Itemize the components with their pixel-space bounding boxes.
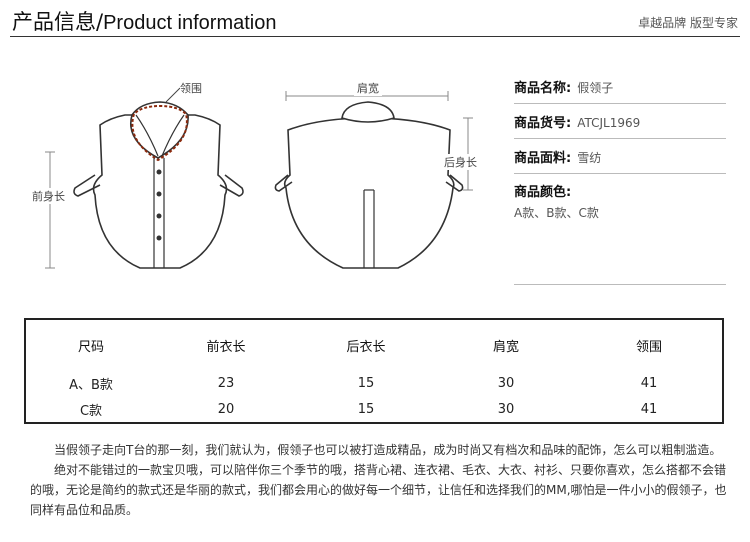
size-table-header: 尺码 前衣长 后衣长 肩宽 领围 (26, 320, 722, 370)
table-cell: C款 (79, 403, 103, 419)
info-code-row: 商品货号: ATCJL1969 (514, 113, 724, 148)
product-description: 当假领子走向T台的那一刻，我们就认为，假领子也可以被打造成精品，成为时尚又有档次… (30, 440, 730, 520)
description-paragraph-1: 当假领子走向T台的那一刻，我们就认为，假领子也可以被打造成精品，成为时尚又有档次… (54, 443, 722, 457)
header-shoulder: 肩宽 (492, 339, 519, 355)
table-cell: 15 (357, 401, 375, 417)
color-label: 商品颜色: (514, 185, 572, 200)
fabric-value: 雪纺 (577, 151, 602, 165)
page-title: 产品信息/Product information (12, 6, 277, 36)
header-divider (10, 36, 740, 37)
front-length-label: 前身长 (32, 188, 65, 204)
info-name-row: 商品名称: 假领子 (514, 78, 724, 113)
description-paragraph-2: 绝对不能错过的一款宝贝哦，可以陪伴你三个季节的哦，搭背心裙、连衣裙、毛衣、大衣、… (30, 463, 727, 517)
name-label: 商品名称: (514, 81, 572, 96)
info-divider (514, 103, 726, 104)
info-fabric-row: 商品面料: 雪纺 (514, 148, 724, 183)
color-value: A款、B款、C款 (514, 206, 599, 220)
brand-tagline: 卓越品牌 版型专家 (638, 16, 738, 30)
info-color-row: 商品颜色: (514, 183, 724, 218)
title-cn: 产品信息 (12, 10, 96, 34)
back-collar-diagram: 肩宽 后身长 (268, 70, 498, 300)
front-collar-diagram: 领围 前身长 (30, 70, 270, 300)
shoulder-label: 肩宽 (354, 80, 382, 96)
table-row: A、B款 23 15 30 41 (26, 370, 722, 396)
back-collar-illustration (274, 91, 473, 269)
front-collar-illustration (45, 87, 244, 269)
title-en: Product information (103, 12, 277, 34)
table-cell: 15 (357, 375, 375, 391)
product-info: 商品名称: 假领子 商品货号: ATCJL1969 商品面料: 雪纺 商品颜色: A款… (514, 78, 724, 221)
table-cell: 41 (640, 375, 658, 391)
table-cell: 20 (217, 401, 235, 417)
table-cell: 30 (497, 401, 515, 417)
table-cell: 23 (217, 375, 235, 391)
header-front-length: 前衣长 (206, 339, 246, 355)
title-separator: / (96, 10, 104, 34)
code-value: ATCJL1969 (577, 116, 641, 130)
table-row: C款 20 15 30 41 (26, 396, 722, 422)
info-divider (514, 284, 726, 285)
back-length-label: 后身长 (444, 154, 477, 170)
header-back-length: 后衣长 (346, 339, 386, 355)
size-table-box: 尺码 前衣长 后衣长 肩宽 领围 A、B款 23 15 30 41 C款 20 … (24, 318, 724, 424)
code-label: 商品货号: (514, 116, 572, 131)
table-cell: 30 (497, 375, 515, 391)
name-value: 假领子 (577, 81, 614, 95)
table-cell: A、B款 (69, 377, 113, 393)
fabric-label: 商品面料: (514, 151, 572, 166)
info-divider (514, 138, 726, 139)
header-collar: 领围 (635, 339, 662, 355)
header-size: 尺码 (77, 339, 104, 355)
size-table: 尺码 前衣长 后衣长 肩宽 领围 A、B款 23 15 30 41 C款 20 … (26, 320, 722, 422)
table-cell: 41 (640, 401, 658, 417)
collar-label: 领围 (180, 82, 202, 95)
info-divider (514, 173, 726, 174)
